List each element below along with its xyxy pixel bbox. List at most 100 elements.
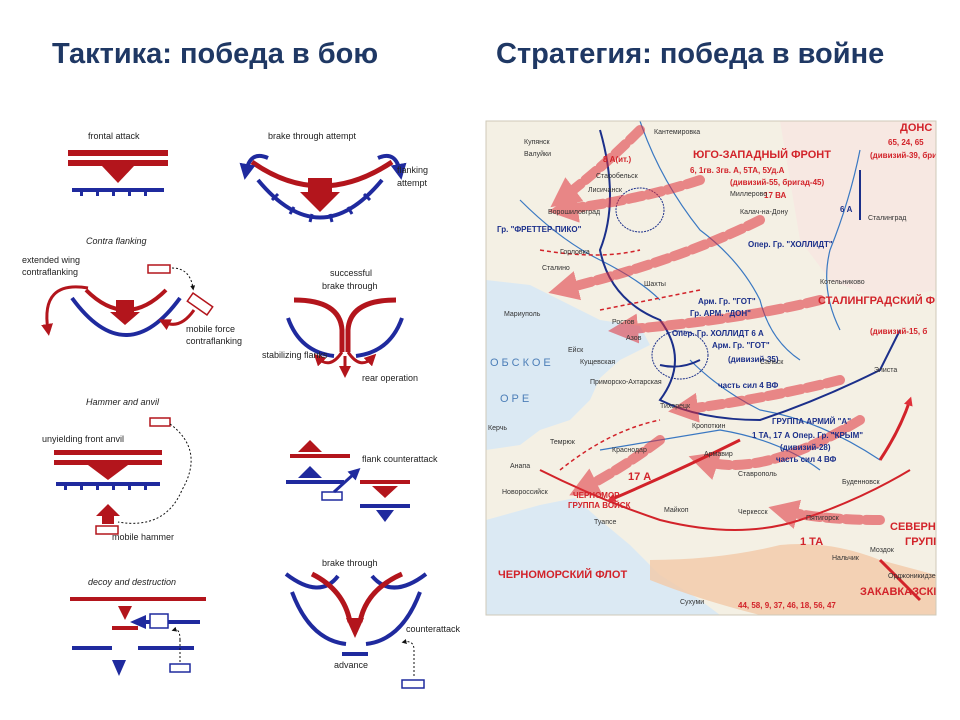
map-label-black-sea-fleet: ЧЕРНОМОРСКИЙ ФЛОТ <box>498 568 627 581</box>
map-label-stalingrad-front: СТАЛИНГРАДСКИЙ Ф <box>818 294 935 307</box>
label-successful-1: successful <box>330 268 372 278</box>
map-label-stalingrad-div: (дивизий-15, б <box>870 327 927 336</box>
town-label: Орджоникидзе <box>888 573 936 580</box>
encircled-area-1 <box>651 330 709 380</box>
sea-of-azov <box>486 280 650 450</box>
town-label: Ейск <box>568 346 584 354</box>
map-label-azov-1: ОБСКОЕ <box>490 357 554 369</box>
caucasus-mountains <box>650 544 936 615</box>
map-label-arm-gr-got-2: Арм. Гр. "ГОТ" <box>712 341 770 350</box>
town-label: Ворошиловград <box>548 209 600 216</box>
diagram-brake-through-advance: brake through advance counterattack <box>284 558 461 689</box>
label-hammer-and-anvil: Hammer and anvil <box>86 397 160 407</box>
label-extended-wing-2: contraflanking <box>22 267 78 277</box>
town-label: Сталинград <box>868 215 906 222</box>
map-towns: Купянск Валуйки Кантемировка Старобельск… <box>488 129 936 606</box>
town-label: Сальск <box>760 359 784 366</box>
diagram-decoy-and-destruction: decoy and destruction <box>70 577 206 676</box>
town-label: Калач-на-Дону <box>740 209 788 216</box>
town-label: Кантемировка <box>654 129 700 136</box>
town-label: Краснодар <box>612 447 647 454</box>
label-counterattack: counterattack <box>406 624 461 634</box>
map-label-17a: 17 А <box>628 471 651 483</box>
stalingrad-area <box>780 121 936 300</box>
map-label-southwest-front: ЮГО-ЗАПАДНЫЙ ФРОНТ <box>693 148 831 161</box>
map-label-div28: (дивизий-28) <box>780 443 831 452</box>
town-label: Мариуполь <box>504 311 541 318</box>
town-label: Купянск <box>524 139 551 146</box>
diagram-contra-flanking: Contra flanking extended wing contraflan… <box>22 236 242 346</box>
german-arrows <box>659 170 861 368</box>
map-label-part-4vf-1: часть сил 4 ВФ <box>718 381 779 390</box>
map-label-don-armies: 65, 24, 65 <box>888 138 924 147</box>
town-label: Лисичанск <box>588 187 623 194</box>
map-label-17va: 17 ВА <box>764 191 787 200</box>
town-label: Сухуми <box>680 599 704 606</box>
town-label: Валуйки <box>524 150 551 158</box>
label-rear-operation: rear operation <box>362 373 418 383</box>
label-brake-through-attempt: brake through attempt <box>268 131 357 141</box>
map-label-southwest-armies: 6, 1гв. 3гв. А, 5ТА, 5Уд.А <box>690 166 785 175</box>
map-label-1ta: 1 ТА <box>800 536 823 548</box>
town-label: Ростов <box>612 319 635 326</box>
map-label-army-group-got: Арм. Гр. "ГОТ" <box>698 297 756 306</box>
town-label: Анапа <box>510 463 530 470</box>
town-label: Элиста <box>874 367 897 374</box>
label-mobile-force-1: mobile force <box>186 324 235 334</box>
map-land <box>486 121 936 615</box>
map-border <box>485 120 937 616</box>
town-label: Миллерово <box>730 191 767 198</box>
front-line-soviet <box>539 469 911 531</box>
map-label-div35: (дивизий-35) <box>728 355 779 364</box>
map-label-black-sea-group-2: ГРУППА ВОЙСК <box>568 501 631 510</box>
diagram-brake-through-attempt: brake through attempt flanking attempt <box>239 131 428 223</box>
town-label: Темрюк <box>550 439 576 446</box>
town-label: Армавир <box>704 451 733 458</box>
map-label-hollidt-6a: Опер. Гр. ХОЛЛИДТ 6 А <box>672 329 764 338</box>
town-label: Сталино <box>542 265 570 272</box>
diagram-successful-brake-through: successful brake through stabilizing fla… <box>262 268 418 383</box>
diagram-flank-counterattack: flank counterattack <box>286 440 438 522</box>
town-label: Приморско-Ахтарская <box>590 379 662 386</box>
town-label: Горловка <box>560 249 590 256</box>
label-stabilizing-flanks: stabilizing flanks <box>262 350 328 360</box>
map-label-don-front: ДОНС <box>900 122 932 134</box>
town-label: Черкесск <box>738 509 768 516</box>
strategy-title: Стратегия: победа в войне <box>496 38 885 70</box>
label-decoy-and-destruction: decoy and destruction <box>88 577 176 587</box>
label-mobile-hammer: mobile hammer <box>112 532 174 542</box>
label-advance: advance <box>334 660 368 670</box>
label-unyielding-front-anvil: unyielding front anvil <box>42 434 124 444</box>
tactics-title: Тактика: победа в бою <box>52 38 379 70</box>
map-label-fretter-pico: Гр. "ФРЕТТЕР-ПИКО" <box>497 225 582 234</box>
offensive-arrows <box>548 125 885 529</box>
town-label: Старобельск <box>596 172 639 180</box>
diagram-frontal-attack: frontal attack <box>68 131 168 196</box>
encircled-area-2 <box>615 187 665 233</box>
town-label: Котельниково <box>820 279 865 286</box>
town-label: Буденновск <box>842 479 880 486</box>
town-label: Пятигорск <box>806 515 840 522</box>
map-label-8a: 8 А(ит.) <box>603 155 631 164</box>
map-label-southwest-div: (дивизий-55, бригад-45) <box>730 178 824 187</box>
town-label: Азов <box>626 335 642 342</box>
map-label-transcaucasian: ЗАКАВКАЗСКИ <box>860 586 941 598</box>
town-label: Тихорецк <box>660 403 691 410</box>
town-label: Моздок <box>870 547 895 554</box>
town-label: Кущевская <box>580 359 615 366</box>
map-label-north-group-2: ГРУПП <box>905 536 941 548</box>
label-extended-wing-1: extended wing <box>22 255 80 265</box>
label-flank-counterattack: flank counterattack <box>362 454 438 464</box>
town-label: Керчь <box>488 425 507 432</box>
label-flanking-2: attempt <box>397 178 428 188</box>
map-label-black-sea-group: ЧЕРНОМОР <box>573 491 620 500</box>
map-label-don-div: (дивизий-39, бригад <box>870 151 950 160</box>
town-label: Нальчик <box>832 555 860 562</box>
front-line-german <box>598 129 901 422</box>
map-label-army-group-don: Гр. АРМ. "ДОН" <box>690 309 751 318</box>
town-label: Кропоткин <box>692 423 726 430</box>
rivers <box>519 121 881 471</box>
main-arrows <box>606 396 922 602</box>
black-sea <box>486 498 720 615</box>
town-label: Туапсе <box>594 519 616 526</box>
